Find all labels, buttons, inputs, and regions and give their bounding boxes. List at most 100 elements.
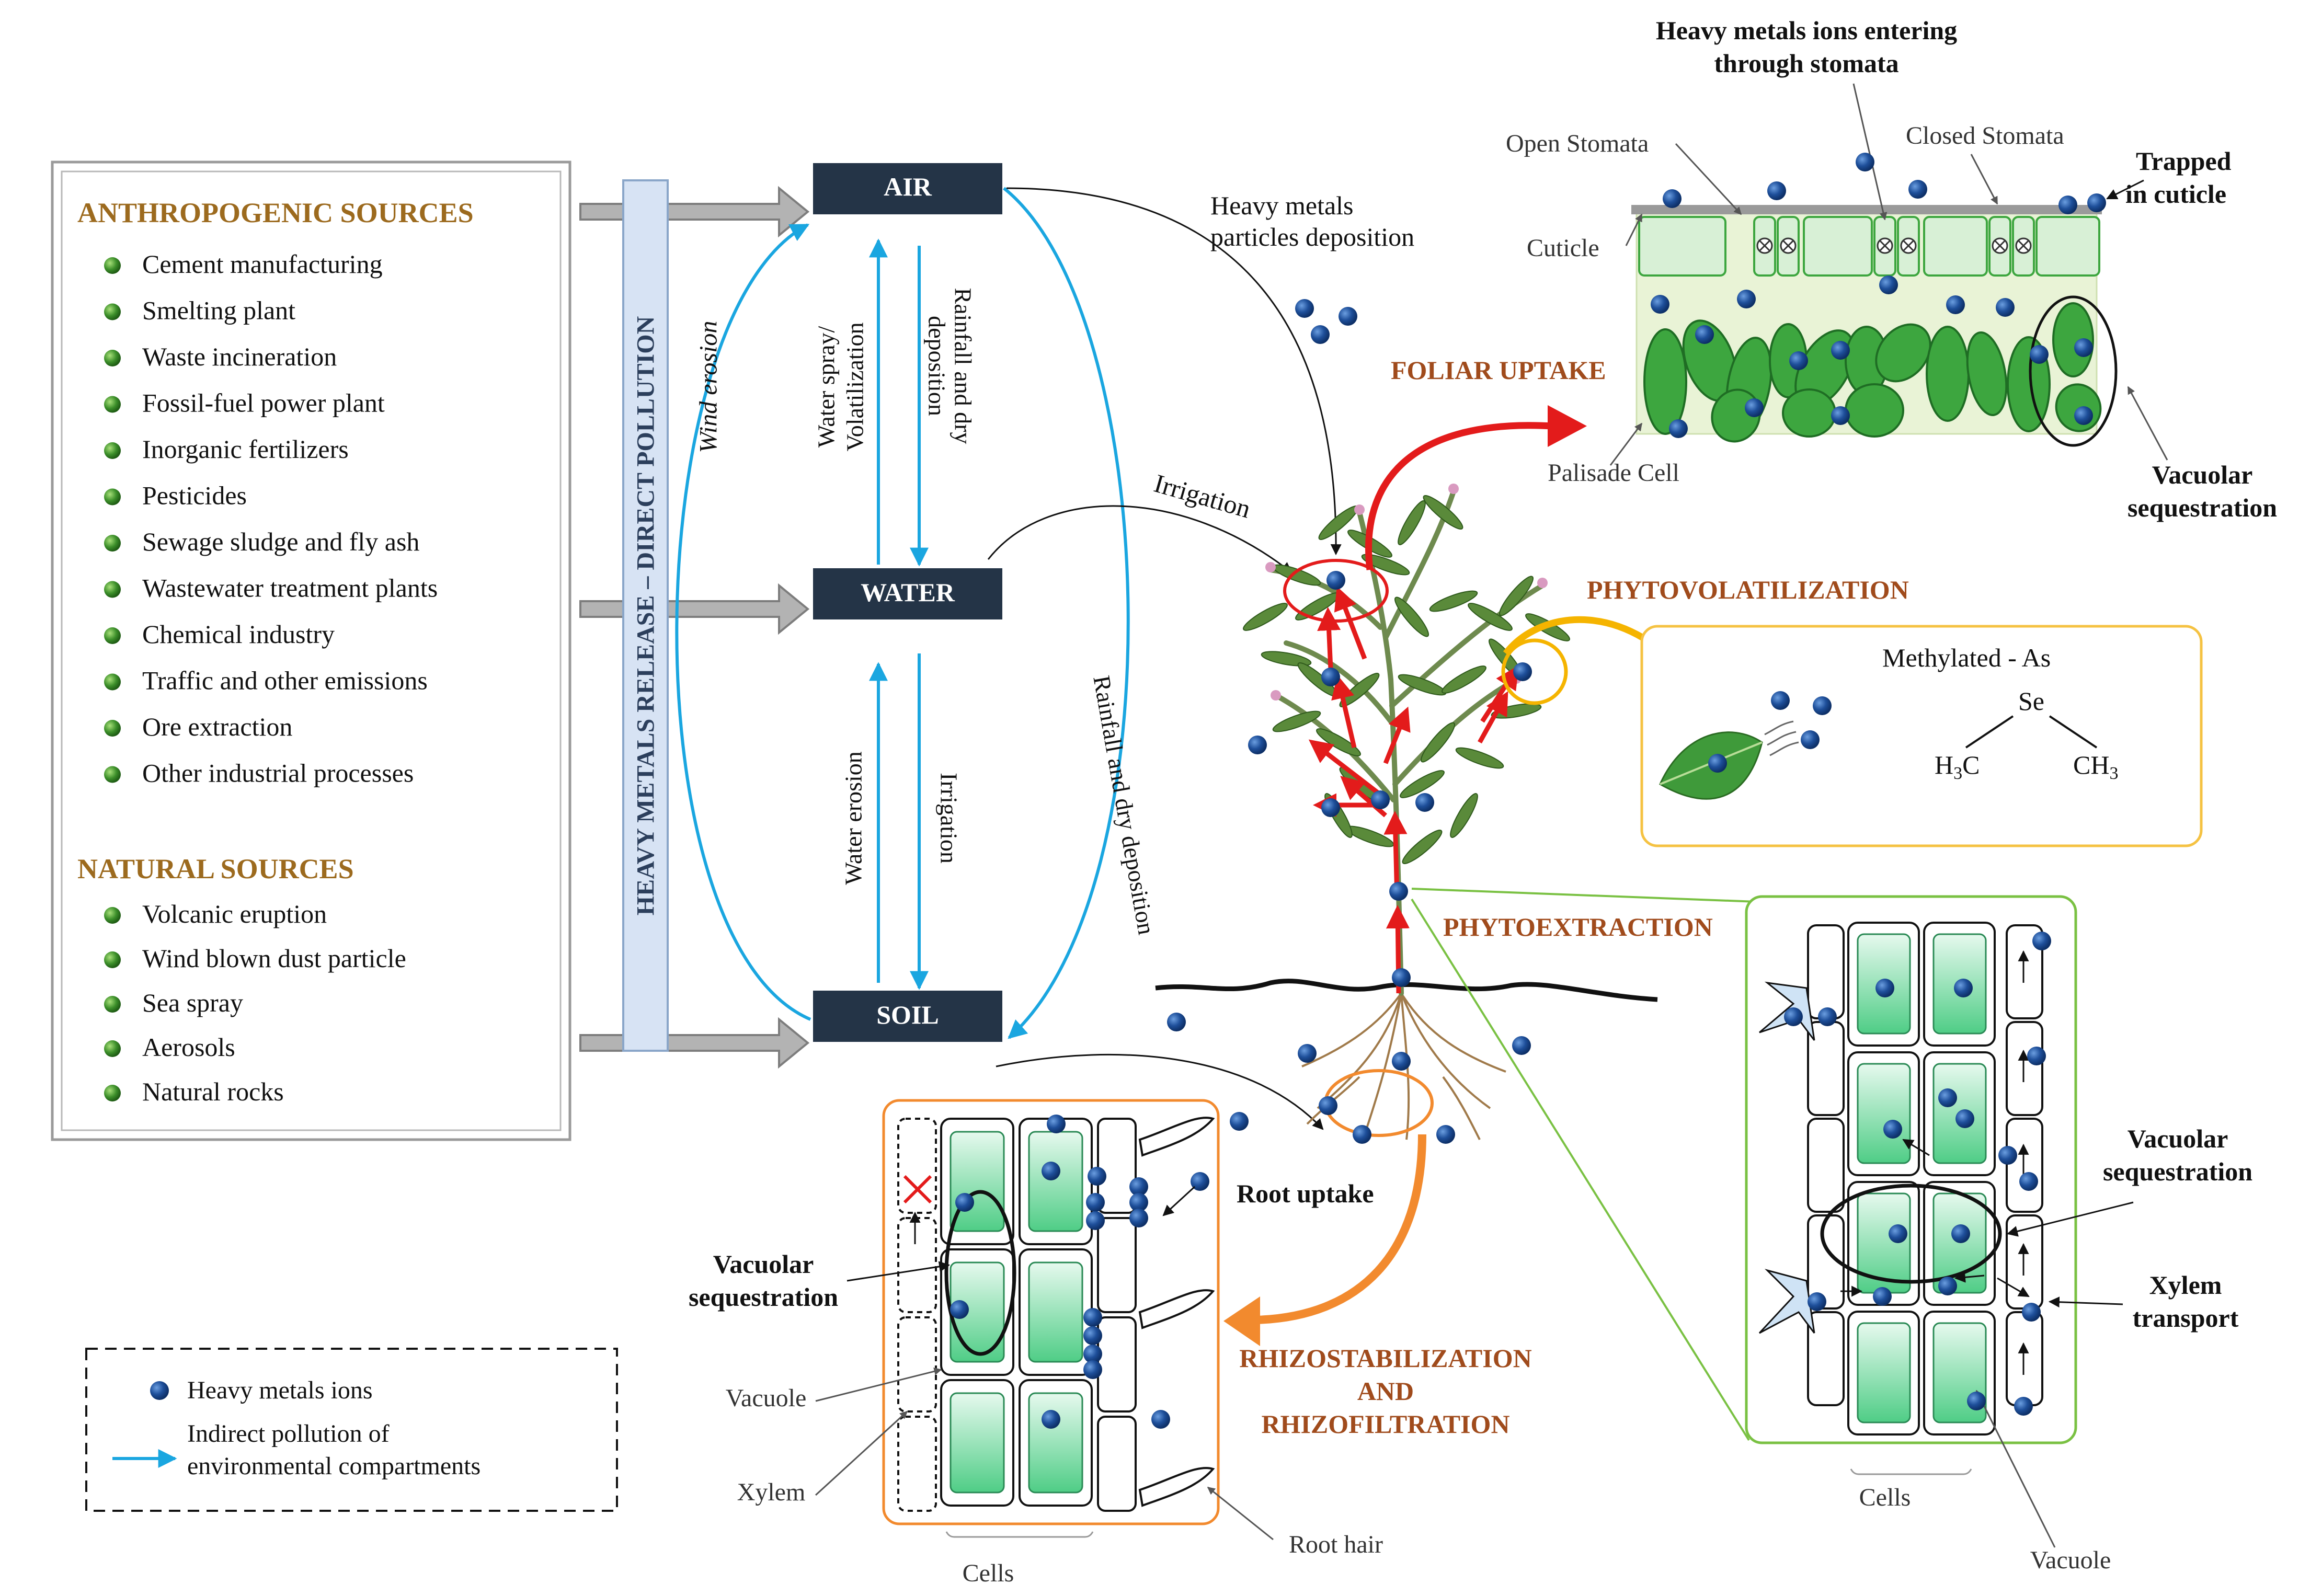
heavy-metal-ion-icon	[1996, 298, 2015, 317]
bullet-icon	[104, 1040, 121, 1057]
irrigation-vertical-label: Irrigation	[936, 773, 963, 864]
heavy-metal-ion-icon	[1086, 1193, 1105, 1212]
heavy-metal-ion-icon	[1998, 1146, 2017, 1165]
root-vacuolar-label-1: Vacuolar	[713, 1249, 814, 1279]
foliar-vacuolar-label-1: Vacuolar	[2152, 460, 2253, 489]
heavy-metal-ion-icon	[1818, 1007, 1837, 1026]
air-label: AIR	[884, 172, 932, 201]
heavy-metal-ion-icon	[1771, 691, 1790, 710]
source-item: Chemical industry	[142, 619, 335, 649]
heavy-metal-ion-icon	[1083, 1326, 1102, 1345]
heavy-metal-ion-icon	[1129, 1209, 1148, 1227]
phyto-xylem-label-2: transport	[2133, 1303, 2239, 1333]
heavy-metal-ion-icon	[1808, 1292, 1826, 1311]
release-arrows	[579, 186, 810, 1069]
heavy-metal-ion-icon	[2074, 406, 2093, 425]
h3c-label: H3C	[1935, 750, 1980, 783]
legend-indirect-label-1: Indirect pollution of	[187, 1420, 390, 1448]
heavy-metal-ion-icon	[1512, 1036, 1531, 1055]
heavy-metal-ion-icon	[1371, 790, 1390, 809]
heavy-metal-ion-icon	[1353, 1125, 1371, 1144]
trapped-label-1: Trapped	[2136, 146, 2232, 176]
bullet-icon	[104, 535, 121, 552]
ch3-label: CH3	[2073, 750, 2118, 783]
phyto-xylem-label-1: Xylem	[2149, 1270, 2222, 1300]
source-item: Wastewater treatment plants	[142, 573, 438, 603]
leaf-cross-section	[1631, 205, 2118, 447]
phytoextraction-box	[1745, 895, 2077, 1444]
heavy-metal-ion-icon	[1831, 341, 1850, 360]
bullet-icon	[104, 488, 121, 506]
heavy-metal-ion-icon	[1389, 882, 1408, 901]
heavy-metal-ion-icon	[1789, 351, 1808, 370]
deposition-arrows	[987, 187, 1342, 1130]
se-label: Se	[2018, 686, 2044, 716]
phytoextraction-title: PHYTOEXTRACTION	[1443, 912, 1713, 941]
bullet-icon	[104, 720, 121, 737]
phyto-vacuole-label: Vacuole	[2030, 1546, 2111, 1574]
bullet-icon	[104, 442, 121, 459]
heavy-metal-ion-icon	[1856, 153, 1874, 171]
heavy-metal-ion-icon	[1298, 1044, 1317, 1063]
heavy-metal-ion-icon	[2087, 193, 2106, 212]
heavy-metal-ion-icon	[1339, 307, 1357, 326]
heavy-metal-ion-icon	[1319, 1096, 1337, 1115]
deposition-label-2: particles deposition	[1210, 222, 1414, 251]
heavy-metal-ion-icon	[1767, 181, 1786, 200]
legend-ions-label: Heavy metals ions	[187, 1376, 373, 1404]
heavy-metal-ion-icon	[950, 1300, 969, 1319]
foliar-pointers	[1609, 83, 2168, 466]
legend: Heavy metals ions Indirect pollution of …	[85, 1348, 618, 1512]
heavy-metal-ion-icon	[1191, 1172, 1209, 1191]
heavy-metal-ion-icon	[1883, 1120, 1902, 1139]
source-item: Sewage sludge and fly ash	[142, 527, 419, 556]
root-hair-label: Root hair	[1289, 1531, 1383, 1558]
open-stomata-label: Open Stomata	[1506, 130, 1649, 157]
legend-ion-icon	[150, 1381, 169, 1400]
heavy-metal-ion-icon	[2030, 345, 2049, 364]
heavy-metal-ion-icon	[1938, 1277, 1957, 1295]
bullet-icon	[104, 996, 121, 1013]
root-cells-label: Cells	[963, 1559, 1014, 1587]
bullet-icon	[104, 581, 121, 598]
heavy-metal-ion-icon	[1651, 295, 1669, 314]
soil-label: SOIL	[876, 1000, 939, 1029]
heavy-metal-ion-icon	[2027, 1047, 2046, 1065]
heavy-metal-ion-icon	[2032, 932, 2051, 950]
source-item: Aerosols	[142, 1032, 235, 1062]
heavy-metal-ion-icon	[1737, 290, 1756, 308]
heavy-metal-ion-icon	[1167, 1013, 1186, 1031]
phyto-pointers	[1850, 1201, 2134, 1548]
rhizo-title-2: AND	[1357, 1376, 1414, 1406]
heavy-metal-ion-icon	[1392, 1052, 1411, 1071]
heavy-metal-ion-icon	[1392, 968, 1411, 987]
heavy-metal-ion-icon	[1784, 1007, 1803, 1026]
release-bar: HEAVY METALS RELEASE – DIRECT POLLUTION	[622, 179, 669, 1052]
heavy-metal-ion-icon	[2014, 1397, 2033, 1416]
bullet-icon	[104, 257, 121, 274]
heavy-metal-ion-icon	[1831, 406, 1850, 425]
deposition-label-1: Heavy metals	[1210, 191, 1354, 220]
rainfall-label-1: Rainfall and dry	[950, 288, 977, 444]
heavy-metal-ion-icon	[1875, 979, 1894, 997]
bullet-icon	[104, 951, 121, 968]
release-bar-label: HEAVY METALS RELEASE – DIRECT POLLUTION	[632, 316, 660, 915]
source-item: Volcanic eruption	[142, 899, 327, 928]
methylated-label: Methylated - As	[1882, 643, 2051, 672]
source-item: Pesticides	[142, 481, 247, 510]
root-vacuole-label: Vacuole	[726, 1384, 807, 1412]
heavy-metal-ion-icon	[2058, 196, 2077, 214]
source-item: Smelting plant	[142, 296, 295, 325]
heavy-metal-ion-icon	[1321, 668, 1340, 686]
heavy-metal-ion-icon	[1946, 295, 1965, 314]
air-box: AIR	[813, 163, 1002, 214]
source-item: Other industrial processes	[142, 759, 414, 788]
heavy-metal-ion-icon	[1908, 180, 1927, 199]
source-item: Ore extraction	[142, 712, 292, 741]
root-pointers	[815, 1261, 1274, 1541]
heavy-metal-ion-icon	[1951, 1224, 1970, 1243]
wind-erosion-label: Wind erosion	[695, 321, 723, 453]
phyto-vacuolar-label-2: sequestration	[2103, 1157, 2252, 1186]
bullet-icon	[104, 907, 121, 924]
